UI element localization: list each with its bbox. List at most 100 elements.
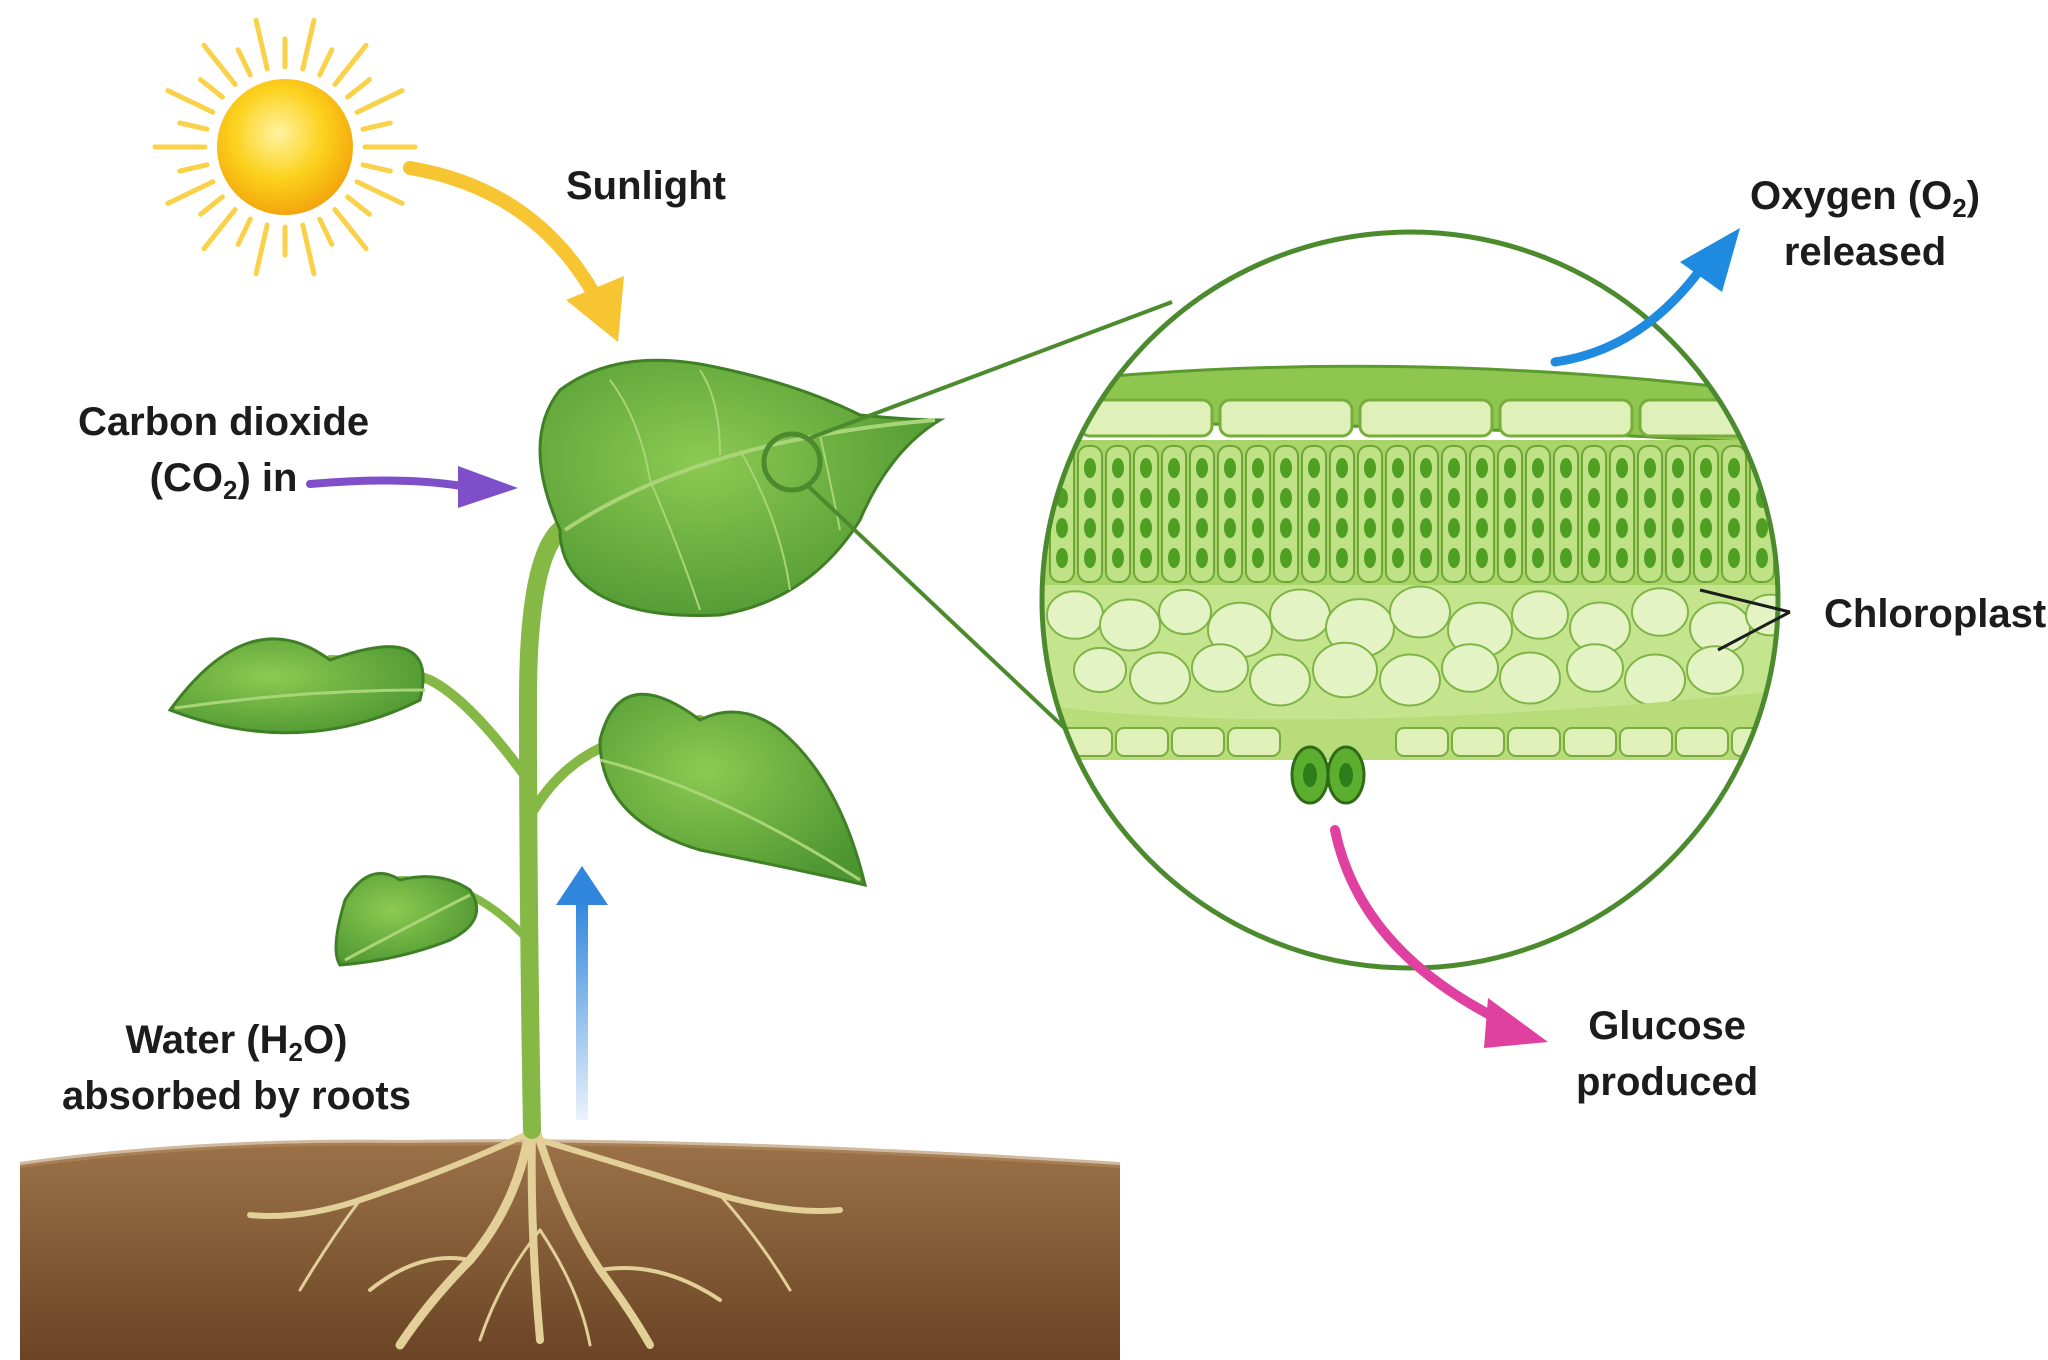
co2-line1: Carbon dioxide	[78, 400, 370, 444]
water-arrow	[556, 866, 608, 1120]
sun-ray	[253, 17, 270, 72]
magnifier-connectors	[806, 300, 1173, 754]
epidermis-cell	[1358, 398, 1494, 438]
chloroplast	[1280, 548, 1292, 568]
leaf-cross-section	[1042, 232, 1912, 968]
palisade-cell	[1637, 445, 1663, 583]
sunlight-arrow	[403, 161, 624, 342]
chloroplast	[1532, 518, 1544, 538]
chloroplast	[1112, 548, 1124, 568]
chloroplast	[1364, 518, 1376, 538]
chloroplast	[1168, 548, 1180, 568]
lower-epidermis-cell	[1675, 727, 1729, 757]
lower-epidermis-cell	[1619, 727, 1673, 757]
spongy-cell	[1499, 651, 1561, 705]
spongy-cell	[1073, 646, 1127, 694]
chloroplast-text: Chloroplast	[1824, 592, 2047, 636]
chloroplast	[1784, 488, 1796, 508]
chloroplast	[1224, 458, 1236, 478]
sun-ray	[332, 42, 369, 87]
chloroplast	[1392, 458, 1404, 478]
chloroplast	[1336, 548, 1348, 568]
chloroplast	[1672, 488, 1684, 508]
chloroplast	[1756, 518, 1768, 538]
lower-epidermis-cell	[1115, 727, 1169, 757]
sun-ray	[360, 162, 393, 174]
spongy-cell	[1379, 653, 1441, 707]
sun-ray	[198, 194, 225, 217]
sun-ray	[198, 77, 225, 100]
palisade-cell	[1133, 445, 1159, 583]
sun-icon	[152, 17, 418, 277]
co2-line2: (CO2) in	[78, 450, 369, 506]
chloroplast	[1420, 548, 1432, 568]
chloroplast	[1616, 488, 1628, 508]
chloroplast	[1252, 488, 1264, 508]
chloroplast	[1112, 458, 1124, 478]
chloroplast	[1196, 548, 1208, 568]
palisade-cell	[1693, 445, 1719, 583]
chloroplast	[1476, 488, 1488, 508]
spongy-cell	[1624, 653, 1686, 707]
chloroplast	[1672, 458, 1684, 478]
sun-ray	[354, 88, 405, 115]
sun-ray	[235, 216, 253, 247]
chloroplast	[1532, 488, 1544, 508]
chloroplast	[1784, 458, 1796, 478]
chloroplast	[1336, 458, 1348, 478]
chloroplast	[1308, 488, 1320, 508]
chloroplast	[1504, 488, 1516, 508]
sun-ray	[201, 42, 238, 87]
magnifier-circle	[1039, 229, 1781, 971]
chloroplast	[1588, 488, 1600, 508]
sunlight-text: Sunlight	[566, 164, 726, 208]
chloroplast	[1252, 548, 1264, 568]
sun-ray	[201, 207, 238, 252]
oxygen-line2: released	[1783, 230, 1947, 274]
chloroplast	[1112, 518, 1124, 538]
chloroplast	[1476, 548, 1488, 568]
oxygen-arrow	[1550, 228, 1740, 367]
chloroplast	[1616, 458, 1628, 478]
sun-ray	[165, 88, 216, 115]
chloroplast	[1784, 518, 1796, 538]
sun-ray	[332, 207, 369, 252]
chloroplast	[1616, 548, 1628, 568]
co2-post: ) in	[237, 456, 298, 500]
palisade-cell	[1273, 445, 1299, 583]
palisade-cell	[1245, 445, 1271, 583]
chloroplast	[1224, 518, 1236, 538]
zoom-source-circle	[761, 431, 823, 493]
stoma	[1290, 745, 1366, 805]
sun-ray	[345, 77, 372, 100]
chloroplast	[1728, 548, 1740, 568]
palisade-cell	[1581, 445, 1607, 583]
chloroplast	[1448, 488, 1460, 508]
co2-sub: 2	[223, 475, 238, 505]
lower-epidermis-cell	[1395, 727, 1449, 757]
spongy-cell	[1046, 590, 1104, 640]
glucose-label: Glucose produced	[1576, 998, 1758, 1110]
chloroplast	[1084, 458, 1096, 478]
sun-ray	[345, 194, 372, 217]
spongy-cell	[1631, 587, 1689, 637]
palisade-cell	[1189, 445, 1215, 583]
chloroplast	[1700, 488, 1712, 508]
palisade-cell	[1441, 445, 1467, 583]
water-label: Water (H2O) absorbed by roots	[62, 1012, 411, 1124]
roots	[247, 1120, 843, 1350]
chloroplast	[1308, 518, 1320, 538]
chloroplast	[1784, 548, 1796, 568]
chloroplast	[1112, 488, 1124, 508]
chloroplast	[1672, 518, 1684, 538]
palisade-cell	[1077, 445, 1103, 583]
palisade-cell	[1497, 445, 1523, 583]
chloroplast	[1728, 458, 1740, 478]
palisade-cell	[1525, 445, 1551, 583]
chloroplast	[1168, 518, 1180, 538]
glucose-line2: produced	[1576, 1060, 1759, 1104]
epidermis-cell	[1780, 400, 1912, 436]
spongy-cell	[1686, 645, 1744, 695]
chloroplast	[1252, 518, 1264, 538]
